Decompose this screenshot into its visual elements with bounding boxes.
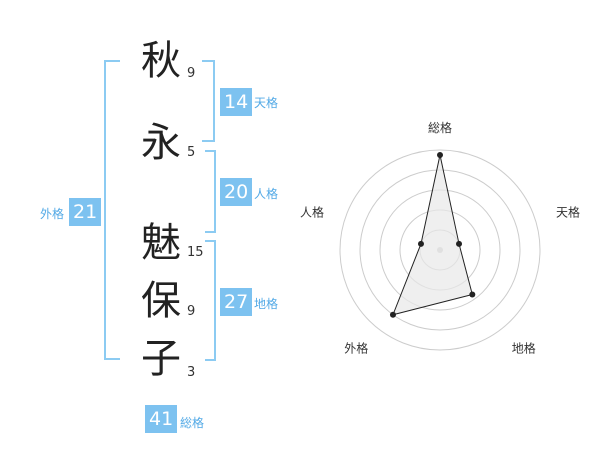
gaikaku-bracket [104,60,120,360]
tenkaku-bracket [202,60,215,142]
name-char-1: 秋 [141,38,181,84]
radar-axis-label-4: 外格 [344,341,368,356]
jinkaku-label: 人格 [254,187,279,201]
tenkaku-score-badge: 14 [220,88,253,116]
radar-axis-label-1: 総格 [428,120,452,135]
radar-point-2 [456,240,463,247]
radar-point-4 [389,311,396,318]
jinkaku-bracket [205,150,216,233]
stroke-count-4: 9 [187,304,196,319]
radar-point-5 [417,240,424,247]
name-char-4: 保 [141,278,181,324]
radar-point-3 [469,291,476,298]
chikaku-bracket [205,240,216,361]
gaikaku-score-badge: 21 [69,198,102,226]
stroke-count-5: 3 [187,365,196,380]
tenkaku-label: 天格 [254,96,279,110]
name-char-5: 子 [141,336,181,382]
radar-axis-label-5: 人格 [300,204,324,219]
stroke-count-2: 5 [187,145,196,160]
lower-name-bracket [104,240,116,357]
radar-point-1 [437,152,443,158]
chikaku-score-badge: 27 [220,288,253,316]
stroke-count-3: 15 [187,245,204,260]
soukaku-score-badge: 41 [145,405,178,433]
jinkaku-score-badge: 20 [220,178,253,206]
radar-area [392,154,473,316]
name-char-3: 魅 [141,220,181,266]
name-char-2: 永 [141,120,181,166]
chikaku-label: 地格 [254,297,279,311]
radar-axis-label-2: 天格 [556,204,580,219]
stroke-count-1: 9 [187,66,196,81]
soukaku-label: 総格 [180,416,205,430]
radar-grid-ring [339,149,541,351]
radar-axis-label-3: 地格 [512,341,536,356]
gaikaku-label: 外格 [40,207,65,221]
